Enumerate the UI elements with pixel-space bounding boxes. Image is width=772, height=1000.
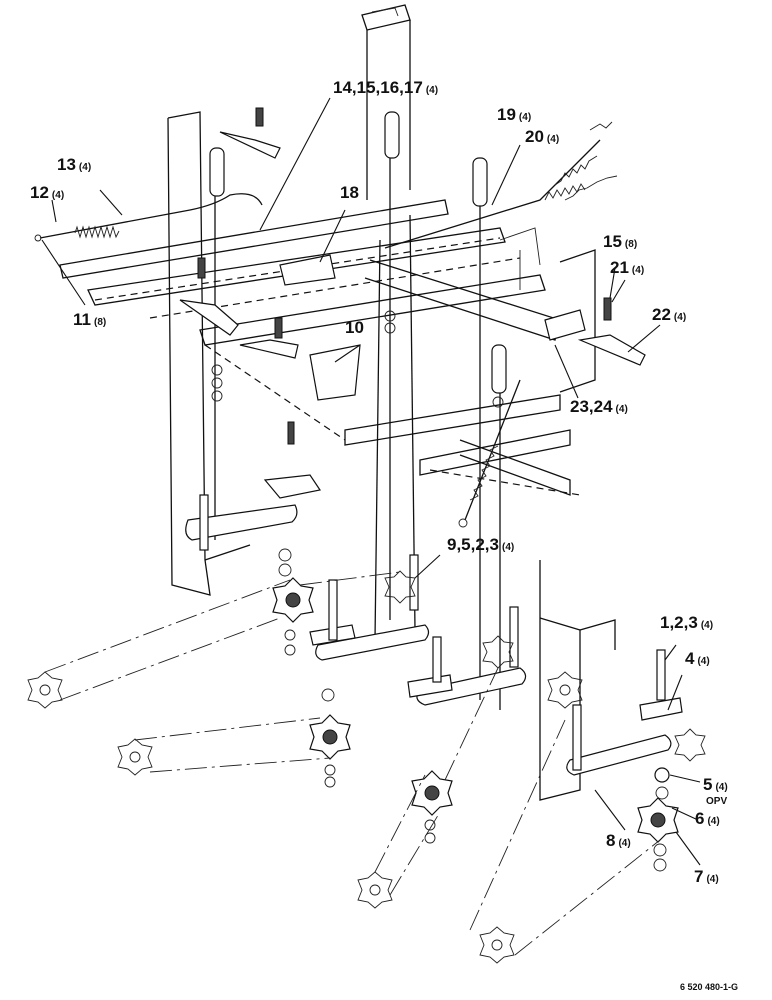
opv-note: OPV [706,796,727,807]
mounting-bars [185,494,683,776]
callout-7: 7(4) [694,867,719,886]
drive-chains [44,571,661,956]
callout-14-17: 14,15,16,17(4) [333,78,438,97]
callout-13: 13(4) [57,155,91,174]
tension-springs [34,121,618,528]
fastener-stacks [197,107,612,445]
vertical-rods [214,120,501,710]
callout-15: 15(8) [603,232,637,251]
left-side-panel [167,111,251,596]
callout-1-2-3: 1,2,3(4) [660,613,713,632]
callout-6: 6(4) [695,809,720,828]
callout-22: 22(4) [652,305,686,324]
callout-8: 8(4) [606,831,631,850]
sprockets [27,570,706,964]
callout-18: 18 [340,183,359,202]
center-post [361,4,411,200]
lower-fasteners [278,548,670,872]
callout-10: 10 [345,318,364,337]
callout-23-24: 23,24(4) [570,397,628,416]
rollers [209,111,507,394]
callout-5: 5(4) [703,775,728,794]
leader-lines [41,97,701,866]
callout-4: 4(4) [685,649,710,668]
brackets [179,131,646,499]
callout-20: 20(4) [525,127,559,146]
callout-19: 19(4) [497,105,531,124]
callout-21: 21(4) [610,258,644,277]
callout-9-5-2-3: 9,5,2,3(4) [447,535,514,554]
callout-11: 11(8) [73,310,106,329]
callout-12: 12(4) [30,183,64,202]
figure-id: 6 520 480-1-G [680,982,738,992]
